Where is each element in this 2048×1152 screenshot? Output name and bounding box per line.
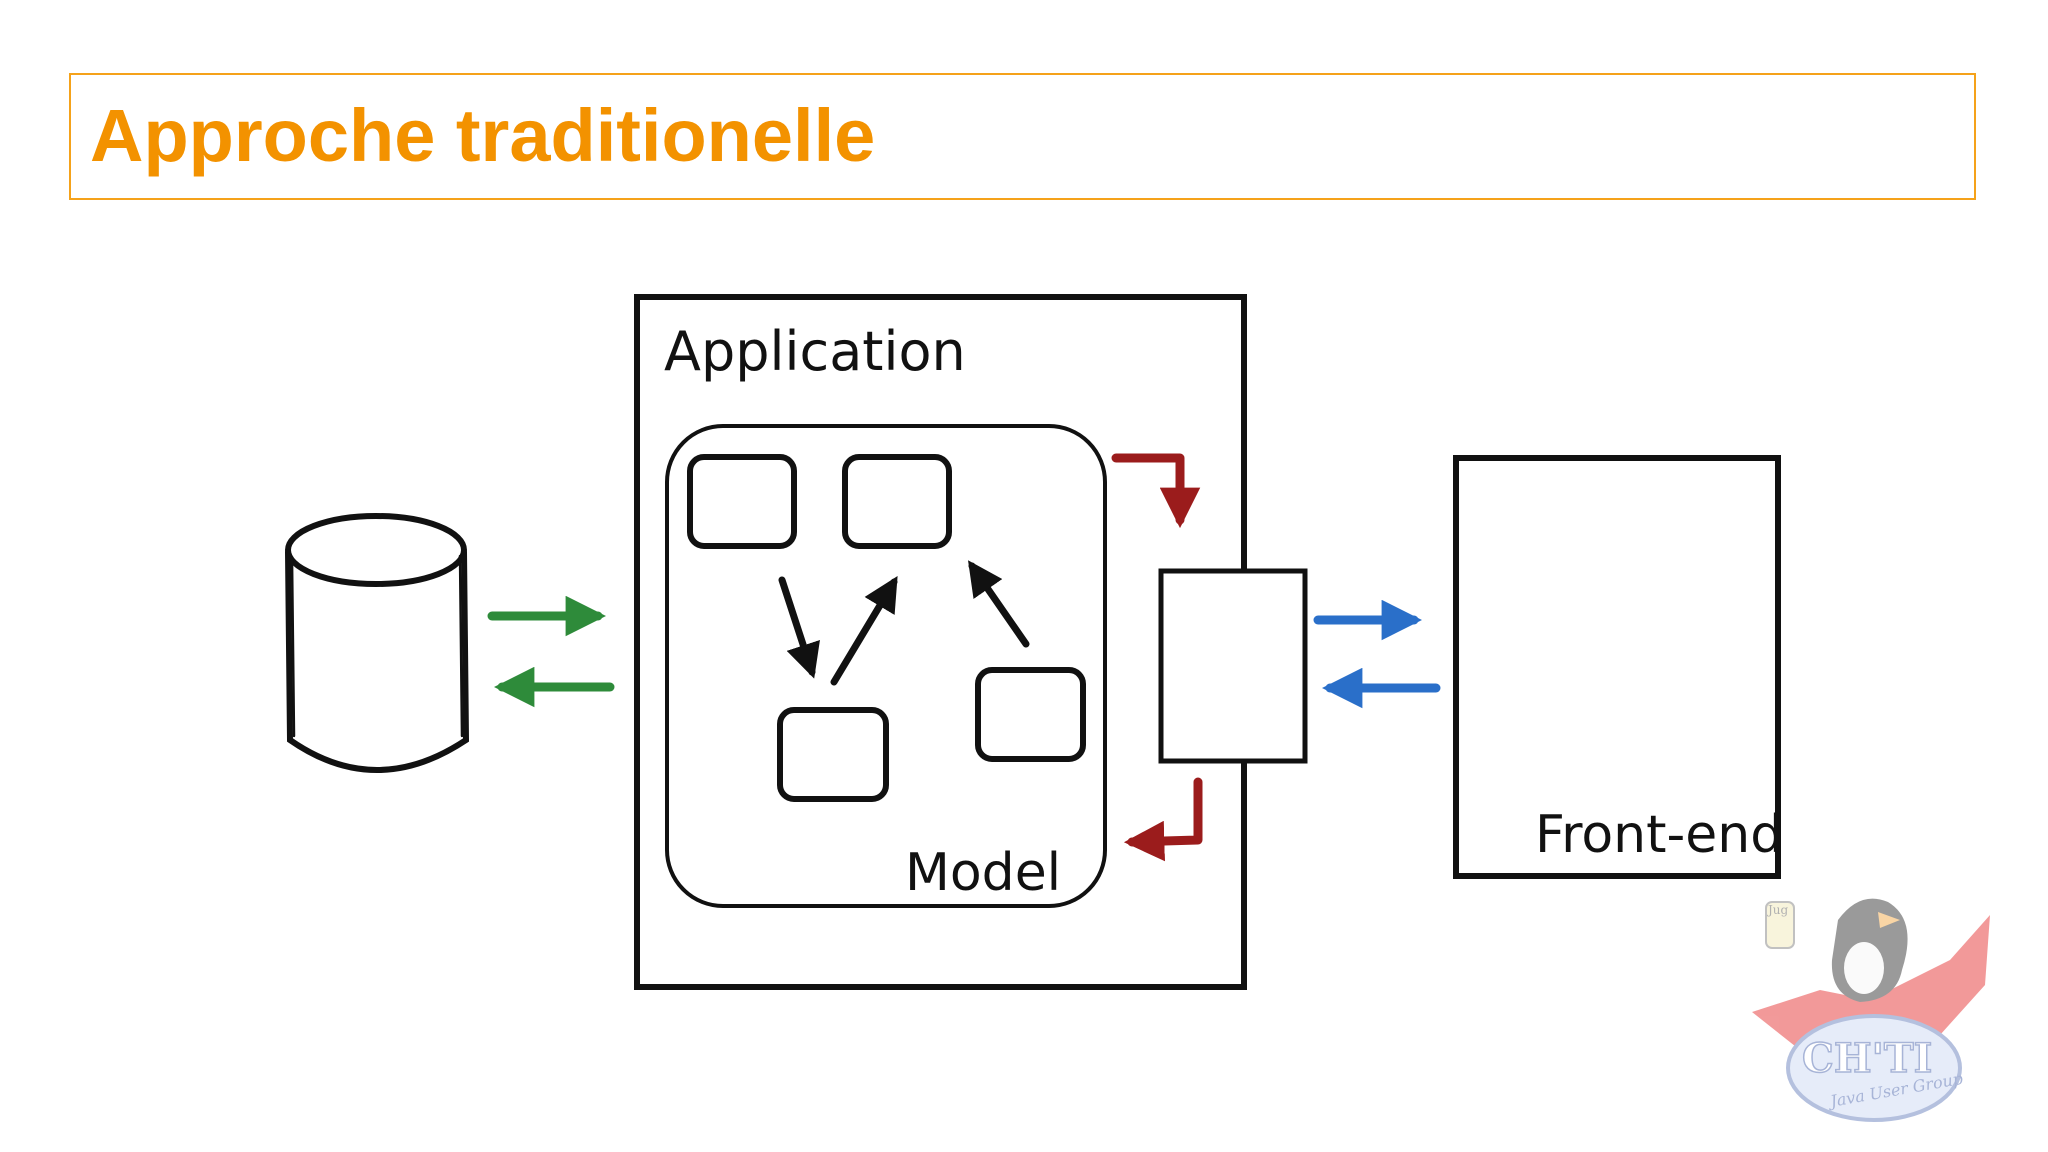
- model-entity-2: [842, 454, 952, 549]
- model-entity-3: [777, 707, 889, 802]
- interface-box: [1158, 568, 1308, 764]
- slide-title: Approche traditionelle: [90, 94, 876, 177]
- logo-main-text: CH'TI: [1802, 1035, 1932, 1082]
- db-arrows: [487, 595, 615, 708]
- chti-jug-logo: Jug CH'TI Java User Group: [1752, 898, 1990, 1122]
- arrow-model-to-interface: [1111, 453, 1201, 529]
- model-interface-arrows: [1111, 453, 1203, 862]
- title-box: Approche traditionelle: [69, 73, 1976, 200]
- model-relations: [778, 560, 1030, 686]
- frontend-box: Front-end: [1453, 455, 1783, 879]
- frontend-label: Front-end: [1535, 805, 1783, 865]
- frontend-arrows: [1313, 599, 1441, 709]
- database-icon: [285, 513, 470, 773]
- model-label: Model: [905, 843, 1061, 903]
- relation-arrow-1: [778, 576, 820, 679]
- model-container: Model: [665, 424, 1107, 908]
- arrow-interface-to-model: [1123, 777, 1203, 862]
- logo-mug-text: Jug: [1766, 903, 1789, 917]
- model-entity-1: [687, 454, 797, 549]
- relation-arrow-2: [830, 575, 898, 686]
- application-label: Application: [664, 320, 966, 383]
- model-entity-4: [975, 667, 1086, 762]
- relation-arrow-3: [968, 560, 1030, 648]
